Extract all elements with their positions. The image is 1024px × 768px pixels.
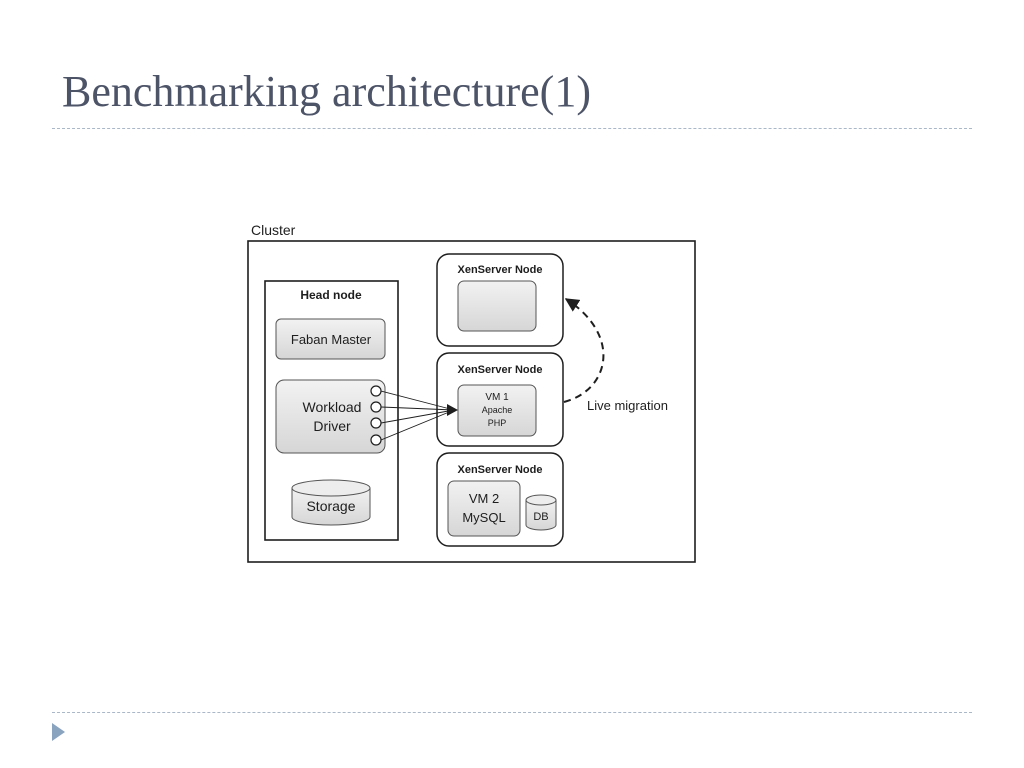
xenserver-node-3-title: XenServer Node <box>458 464 543 476</box>
faban-master-box <box>275 318 386 360</box>
xenserver-node-1-title: XenServer Node <box>458 264 543 276</box>
cluster-label: Cluster <box>251 222 296 238</box>
vm1-apache-label: Apache <box>482 405 513 415</box>
vm1-box <box>457 384 537 437</box>
slide-title: Benchmarking architecture(1) <box>62 67 591 116</box>
vm2-mysql-label: MySQL <box>462 510 505 525</box>
storage-cylinder <box>291 479 371 526</box>
footer-divider <box>52 712 972 713</box>
driver-port-2 <box>370 401 382 413</box>
driver-arrowhead <box>447 404 458 416</box>
vm2-label: VM 2 <box>469 491 499 506</box>
driver-port-3 <box>370 417 382 429</box>
vm1-php-label: PHP <box>488 418 507 428</box>
xenserver-node-2-title: XenServer Node <box>458 364 543 376</box>
live-migration-label: Live migration <box>587 398 668 413</box>
db-label: DB <box>533 511 548 523</box>
vm1-label: VM 1 <box>485 392 509 403</box>
live-migration-arrow <box>563 298 605 403</box>
empty-vm-box <box>457 280 537 332</box>
driver-port-4 <box>370 434 382 446</box>
head-node-title: Head node <box>300 288 362 302</box>
triangle-bullet-icon <box>52 723 65 741</box>
faban-master-label: Faban Master <box>291 332 372 347</box>
db-cylinder <box>525 494 557 531</box>
driver-connections <box>380 390 455 441</box>
driver-port-1 <box>370 385 382 397</box>
cluster-box <box>247 240 696 563</box>
vm2-box <box>447 480 521 537</box>
workload-driver-box <box>275 379 386 454</box>
workload-driver-label-2: Driver <box>313 418 351 434</box>
workload-driver-label-1: Workload <box>303 399 362 415</box>
storage-label: Storage <box>306 498 355 514</box>
title-divider <box>52 128 972 129</box>
